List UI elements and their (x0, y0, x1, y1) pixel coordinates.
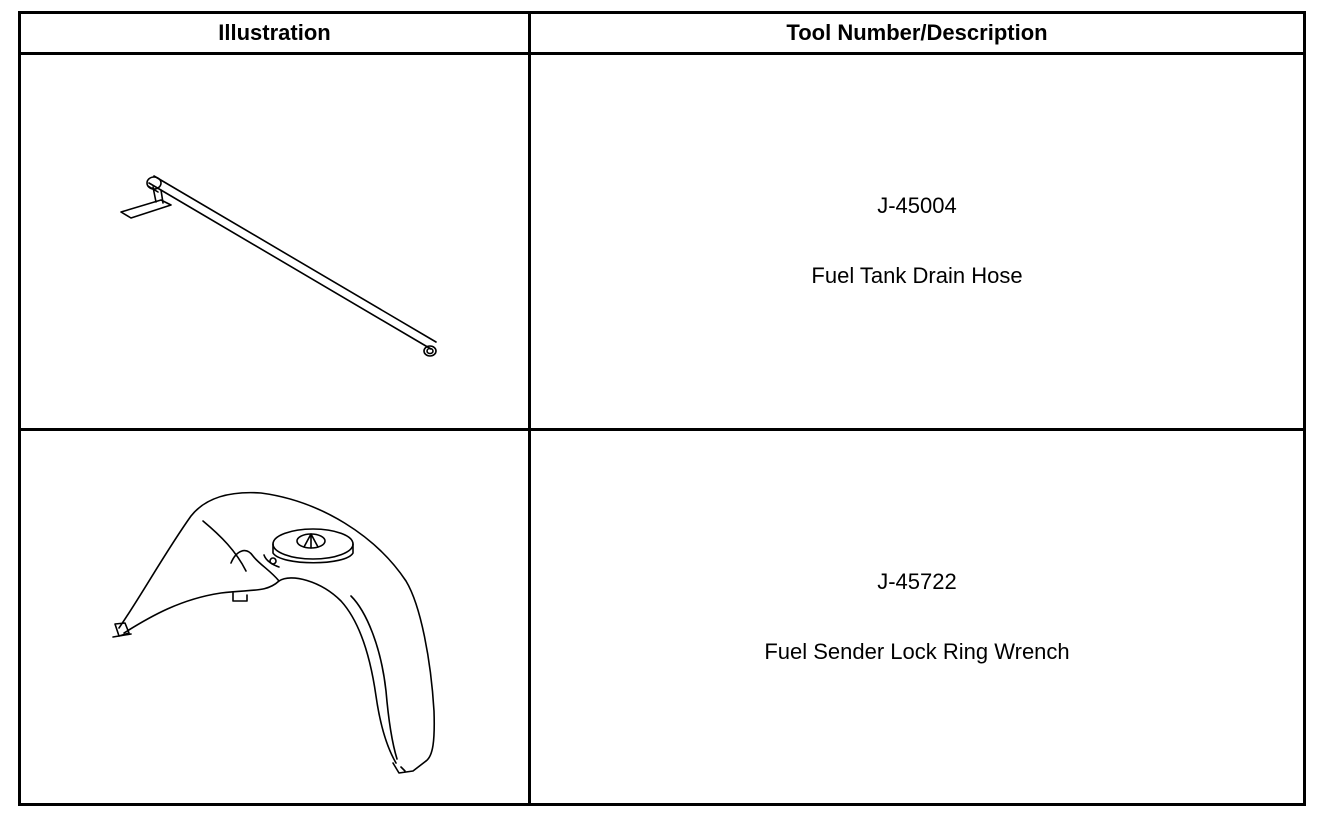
description-cell: J-45722 Fuel Sender Lock Ring Wrench (528, 427, 1306, 806)
illustration-cell (18, 52, 531, 431)
illustration-cell (18, 427, 531, 806)
description-cell: J-45004 Fuel Tank Drain Hose (528, 52, 1306, 431)
fuel-tank-drain-hose-icon (120, 175, 437, 357)
tool-number: J-45722 (877, 568, 957, 594)
header-tool-number-description: Tool Number/Description (528, 11, 1306, 55)
tool-description: Fuel Tank Drain Hose (811, 263, 1023, 289)
fuel-sender-lock-ring-wrench-icon (112, 491, 436, 774)
table-row: J-45722 Fuel Sender Lock Ring Wrench (18, 427, 1306, 806)
header-row: Illustration Tool Number/Description (18, 11, 1306, 55)
tool-number: J-45004 (877, 193, 957, 219)
special-tools-table: Illustration Tool Number/Description (18, 11, 1306, 806)
header-illustration: Illustration (18, 11, 531, 55)
tool-description: Fuel Sender Lock Ring Wrench (764, 638, 1070, 664)
table-row: J-45004 Fuel Tank Drain Hose (18, 52, 1306, 431)
